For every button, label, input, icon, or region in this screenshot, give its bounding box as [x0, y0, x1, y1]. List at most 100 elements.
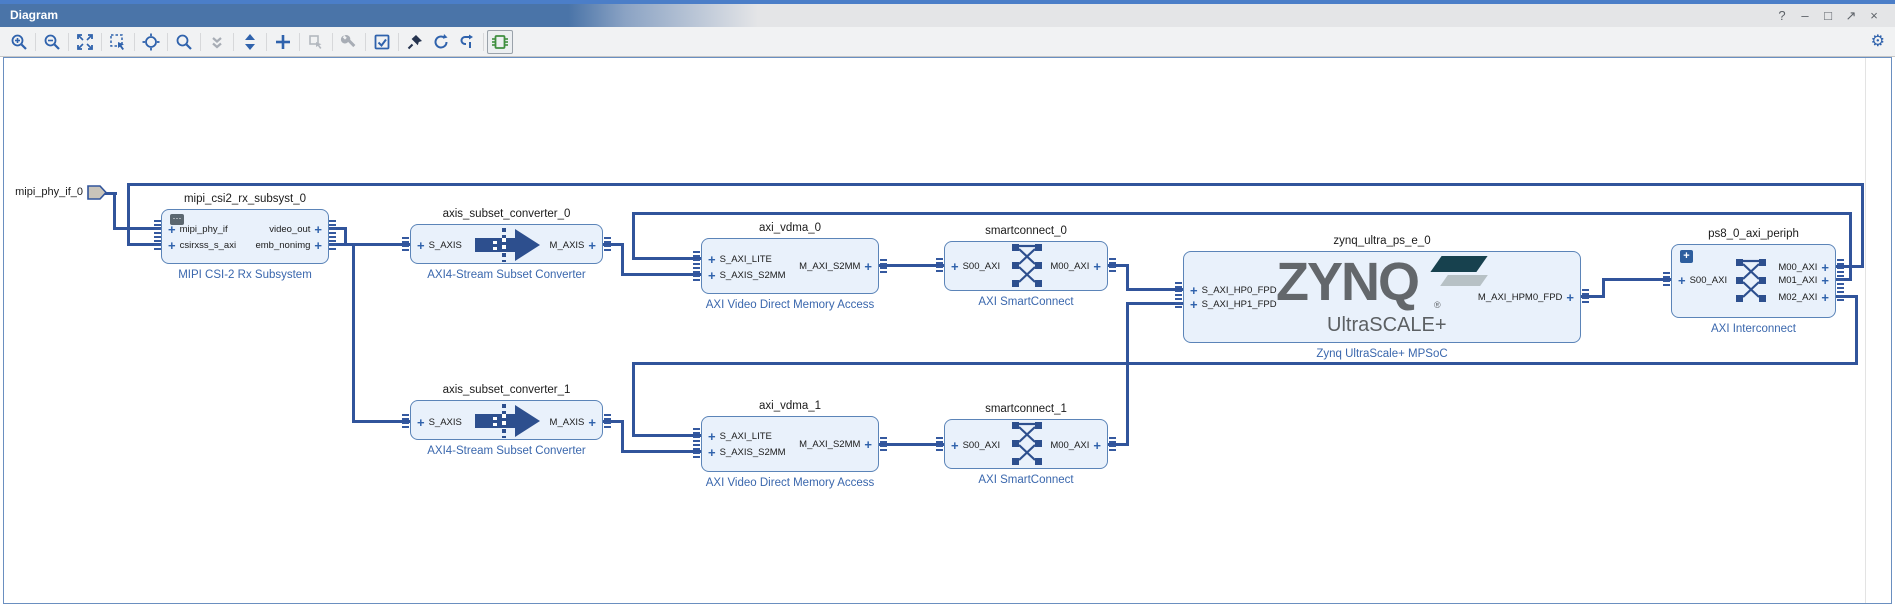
port-m02-axi[interactable]: +M02_AXI [1778, 290, 1829, 305]
wire-hpm0-ps8[interactable] [1602, 278, 1672, 281]
wire-m02-vdma1-lite[interactable] [632, 362, 1858, 365]
port-expand-icon[interactable]: + [708, 252, 716, 267]
port-expand-icon[interactable]: + [951, 259, 959, 274]
wire-hpm0-ps8[interactable] [1602, 278, 1605, 298]
wire-m02-vdma1-lite[interactable] [632, 434, 702, 437]
port-expand-icon[interactable]: + [1821, 290, 1829, 305]
port-expand-icon[interactable]: + [708, 445, 716, 460]
block-axi-vdma-1[interactable]: axi_vdma_1 +S_AXI_LITE +S_AXIS_S2MM +M_A… [701, 400, 879, 489]
wire-sc0-hp0[interactable] [1107, 264, 1129, 267]
wire-conv1-s2mm[interactable] [621, 420, 624, 453]
zoom-in-icon[interactable] [6, 30, 32, 54]
port-s00-axi[interactable]: +S00_AXI [951, 259, 1001, 274]
port-s00-axi[interactable]: +S00_AXI [951, 438, 1001, 453]
wire-conv0-s2mm[interactable] [621, 243, 624, 276]
wire-mipi-phy[interactable] [104, 192, 117, 195]
port-expand-icon[interactable]: + [864, 259, 872, 274]
wire-m01-vdma0-lite[interactable] [632, 212, 1852, 215]
close-icon[interactable]: × [1870, 8, 1878, 23]
settings-gear-icon[interactable]: ⚙ [1870, 33, 1885, 50]
port-expand-icon[interactable]: + [314, 222, 322, 237]
block-axi-vdma-0[interactable]: axi_vdma_0 +S_AXI_LITE +S_AXIS_S2MM +M_A… [701, 222, 879, 311]
wire-hpm0-ps8[interactable] [1580, 295, 1605, 298]
wire-conv1-s2mm[interactable] [602, 420, 624, 423]
wire-conv1-s2mm[interactable] [621, 450, 702, 453]
block-mipi-csi2-rx-subsyst-0[interactable]: mipi_csi2_rx_subsyst_0 ⋯ +mipi_phy_if +c… [161, 193, 329, 281]
wire-sc0-hp0[interactable] [1126, 264, 1129, 291]
block-zynq-ultra-ps-e-0[interactable]: zynq_ultra_ps_e_0 +S_AXI_HP0_FPD +S_AXI_… [1183, 235, 1581, 360]
help-icon[interactable]: ? [1778, 8, 1786, 23]
port-s-axi-hp0-fpd[interactable]: +S_AXI_HP0_FPD [1190, 283, 1277, 298]
port-s-axis[interactable]: +S_AXIS [417, 415, 462, 430]
wire-m01-vdma0-lite[interactable] [632, 257, 702, 260]
wire-sc1-hp1[interactable] [1107, 443, 1129, 446]
wire-sc1-hp1[interactable] [1126, 302, 1129, 446]
wire-m00-csirxss[interactable] [127, 183, 130, 245]
port-expand-icon[interactable]: + [1821, 273, 1829, 288]
port-mipi-phy-if[interactable]: +mipi_phy_if [168, 222, 228, 237]
port-expand-icon[interactable]: + [168, 222, 176, 237]
port-csirxss-s-axi[interactable]: +csirxss_s_axi [168, 238, 237, 253]
port-m-axi-s2mm[interactable]: +M_AXI_S2MM [799, 437, 872, 452]
port-expand-icon[interactable]: + [864, 437, 872, 452]
wire-sc1-hp1[interactable] [1126, 302, 1184, 305]
port-m01-axi[interactable]: +M01_AXI [1778, 273, 1829, 288]
block-smartconnect-0[interactable]: smartconnect_0 +S00_AXI +M00_AXI AXI Sma… [944, 225, 1108, 308]
port-m00-axi[interactable]: +M00_AXI [1778, 260, 1829, 275]
wire-m01-vdma0-lite[interactable] [1849, 212, 1852, 281]
wire-vdma0-sc0[interactable] [878, 264, 945, 267]
port-m-axis[interactable]: +M_AXIS [549, 415, 596, 430]
port-m00-axi[interactable]: +M00_AXI [1050, 259, 1101, 274]
maximize-icon[interactable]: □ [1824, 8, 1832, 23]
external-port-symbol[interactable] [87, 185, 107, 200]
wire-m02-vdma1-lite[interactable] [1835, 295, 1858, 298]
wire-video-out[interactable] [328, 227, 347, 230]
interface-view-icon[interactable] [487, 29, 513, 54]
wire-conv0-s2mm[interactable] [602, 243, 624, 246]
port-expand-icon[interactable]: + [1093, 259, 1101, 274]
port-s-axi-hp1-fpd[interactable]: +S_AXI_HP1_FPD [1190, 297, 1277, 312]
port-s-axis[interactable]: +S_AXIS [417, 238, 462, 253]
port-video-out[interactable]: +video_out [269, 222, 322, 237]
diagram-canvas[interactable]: mipi_phy_if_0 mipi_csi2_rx_subsyst_0 ⋯ +… [3, 57, 1892, 604]
wire-video-out[interactable] [344, 227, 347, 246]
block-axis-subset-converter-1[interactable]: axis_subset_converter_1 +S_AXIS +M_AXIS … [410, 384, 603, 457]
port-expand-icon[interactable]: + [1190, 297, 1198, 312]
wire-mipi-phy[interactable] [113, 227, 163, 230]
wire-m02-vdma1-lite[interactable] [632, 362, 635, 437]
block-ps8-0-axi-periph[interactable]: ps8_0_axi_periph + +S00_AXI +M00_AXI +M0… [1671, 228, 1836, 335]
wire-emb-nonimg[interactable] [352, 243, 355, 423]
wire-sc0-hp0[interactable] [1126, 288, 1184, 291]
wire-m00-csirxss[interactable] [127, 183, 1864, 186]
zoom-out-icon[interactable] [39, 30, 65, 54]
block-axis-subset-converter-0[interactable]: axis_subset_converter_0 +S_AXIS +M_AXIS … [410, 208, 603, 281]
minimize-icon[interactable]: – [1801, 8, 1809, 23]
port-expand-icon[interactable]: + [1678, 273, 1686, 288]
port-expand-icon[interactable]: + [168, 238, 176, 253]
port-expand-icon[interactable]: + [1190, 283, 1198, 298]
port-s-axi-lite[interactable]: +S_AXI_LITE [708, 252, 772, 267]
port-s00-axi[interactable]: +S00_AXI [1678, 273, 1728, 288]
expand-hierarchy-badge-icon[interactable]: + [1680, 250, 1693, 263]
float-window-icon[interactable]: ↗ [1845, 8, 1857, 23]
autofit-selection-icon[interactable] [138, 30, 164, 54]
port-expand-icon[interactable]: + [417, 238, 425, 253]
port-expand-icon[interactable]: + [417, 415, 425, 430]
port-expand-icon[interactable]: + [588, 415, 596, 430]
port-expand-icon[interactable]: + [951, 438, 959, 453]
port-expand-icon[interactable]: + [1566, 290, 1574, 305]
optimize-routing-icon[interactable] [454, 30, 480, 54]
port-s-axis-s2mm[interactable]: +S_AXIS_S2MM [708, 268, 786, 283]
port-expand-icon[interactable]: + [708, 268, 716, 283]
collapse-all-icon[interactable] [204, 30, 230, 54]
port-expand-icon[interactable]: + [314, 238, 322, 253]
port-m-axi-s2mm[interactable]: +M_AXI_S2MM [799, 259, 872, 274]
port-expand-icon[interactable]: + [1093, 438, 1101, 453]
pin-icon[interactable] [402, 30, 428, 54]
wire-vdma1-sc1[interactable] [878, 443, 945, 446]
port-s-axis-s2mm[interactable]: +S_AXIS_S2MM [708, 445, 786, 460]
expand-all-icon[interactable] [237, 30, 263, 54]
port-expand-icon[interactable]: + [708, 429, 716, 444]
wire-mipi-phy[interactable] [113, 192, 116, 230]
search-icon[interactable] [171, 30, 197, 54]
